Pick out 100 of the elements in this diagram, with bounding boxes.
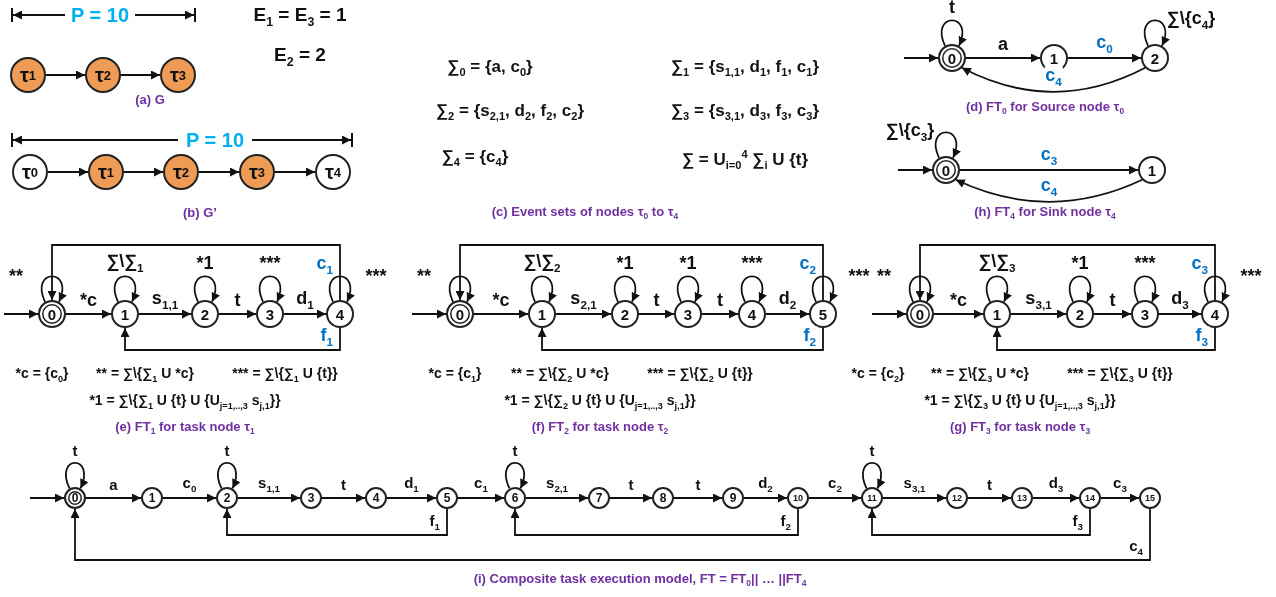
self-loop-arrow bbox=[1068, 275, 1095, 303]
state-circle: 4 bbox=[738, 300, 766, 328]
state-circle: 3 bbox=[1131, 300, 1159, 328]
state-circle: 4 bbox=[1201, 300, 1229, 328]
self-loop-arrow bbox=[811, 275, 838, 303]
caption: (g) FT$_{3}$ for task node τ$_{3}$ bbox=[949, 419, 1091, 437]
arrow bbox=[321, 493, 366, 503]
self-loop-arrow bbox=[504, 462, 528, 490]
arrow bbox=[743, 493, 788, 503]
definition-text: *1 = ∑\{∑$_{2}$ U {t} U {U$_{j=1,..,3}$ s$_{j,1}$}} bbox=[504, 393, 696, 411]
arrow bbox=[162, 493, 217, 503]
caption: (b) G’ bbox=[183, 205, 217, 221]
arrow bbox=[274, 167, 316, 177]
arrow bbox=[959, 165, 1139, 175]
self-loop-arrow bbox=[861, 462, 885, 490]
equation-text: ∑$_{0}$ = {a, c$_{0}$} bbox=[447, 57, 533, 79]
dimension-label: P = 10 bbox=[186, 129, 244, 151]
state-circle: 6 bbox=[504, 487, 526, 509]
definition-text: ** = ∑\{∑$_{3}$ U *c} bbox=[931, 366, 1029, 384]
arrow bbox=[992, 327, 1216, 351]
edge-label: f$_{3}$ bbox=[1194, 326, 1209, 348]
state-circle: 5 bbox=[809, 300, 837, 328]
definition-text: ** = ∑\{∑$_{1}$ U *c} bbox=[96, 366, 194, 384]
arrow bbox=[638, 309, 675, 319]
state-circle: 1 bbox=[983, 300, 1011, 328]
arrow bbox=[967, 493, 1012, 503]
state-circle: 4 bbox=[326, 300, 354, 328]
start-arrow bbox=[871, 309, 907, 319]
caption: (e) FT$_{1}$ for task node τ$_{1}$ bbox=[115, 419, 255, 437]
edge-label: t bbox=[1108, 291, 1117, 309]
arrow bbox=[70, 508, 1151, 561]
initial-state-circle: 0 bbox=[64, 487, 86, 509]
edge-label: d$_{2}$ bbox=[777, 289, 798, 311]
arrow bbox=[473, 309, 529, 319]
edge-label: f$_{2}$ bbox=[779, 512, 792, 532]
arrow bbox=[120, 327, 341, 351]
arrow bbox=[1032, 493, 1080, 503]
edge-label: *1 bbox=[678, 254, 698, 272]
caption: (i) Composite task execution model, FT = FT$_{0}$|| … ||FT$_{4}$ bbox=[473, 571, 807, 589]
state-circle: 12 bbox=[946, 487, 968, 509]
self-loop-arrow bbox=[613, 275, 640, 303]
caption: (h) FT$_{4}$ for Sink node τ$_{4}$ bbox=[974, 204, 1116, 222]
dimension-label: P = 10 bbox=[71, 4, 129, 26]
edge-label: d$_{1}$ bbox=[403, 474, 420, 494]
equation-text: ∑ = U$_{i=0}$$^{4}$ ∑$_{i}$ U {t} bbox=[681, 148, 809, 172]
equation-text: E$_{1}$ = E$_{3}$ = 1 bbox=[253, 4, 347, 30]
state-circle: 3 bbox=[256, 300, 284, 328]
self-loop-arrow bbox=[1143, 19, 1170, 47]
state-circle: 9 bbox=[722, 487, 744, 509]
definition-text: *1 = ∑\{∑$_{1}$ U {t} U {U$_{j=1,..,3}$ s$_{j,1}$}} bbox=[89, 393, 281, 411]
self-loop-arrow bbox=[908, 275, 935, 303]
arrow bbox=[237, 493, 301, 503]
equation-text: ∑$_{3}$ = {s$_{3,1}$, d$_{3}$, f$_{3}$, c$_{3}$} bbox=[671, 101, 819, 123]
definition-text: *c = {c$_{2}$} bbox=[851, 366, 905, 384]
edge-label: d$_{3}$ bbox=[1170, 289, 1190, 311]
arrow bbox=[198, 167, 240, 177]
initial-state-circle: 0 bbox=[38, 300, 66, 328]
start-arrow bbox=[897, 165, 933, 175]
definition-text: *** = ∑\{∑$_{2}$ U {t}} bbox=[647, 366, 753, 384]
arrow bbox=[1158, 309, 1202, 319]
definition-text: *c = {c$_{1}$} bbox=[428, 366, 482, 384]
edge-label: d$_{2}$ bbox=[757, 474, 774, 494]
edge-label: c$_{4}$ bbox=[1044, 66, 1063, 88]
equation-text: ∑$_{4}$ = {c$_{4}$} bbox=[441, 147, 509, 169]
state-circle: 2 bbox=[216, 487, 238, 509]
state-circle: 3 bbox=[674, 300, 702, 328]
caption: (f) FT$_{2}$ for task node τ$_{2}$ bbox=[531, 419, 669, 437]
state-circle: 1 bbox=[111, 300, 139, 328]
edge-label: *c bbox=[949, 291, 968, 309]
arrow bbox=[933, 309, 984, 319]
arrow bbox=[765, 309, 810, 319]
arrow bbox=[65, 309, 112, 319]
arrow bbox=[283, 309, 327, 319]
arrow bbox=[915, 244, 1216, 301]
arrow bbox=[510, 508, 799, 536]
self-loop-arrow bbox=[1203, 275, 1230, 303]
self-loop-arrow bbox=[985, 275, 1012, 303]
initial-state-circle: 0 bbox=[938, 44, 966, 72]
definition-text: *1 = ∑\{∑$_{3}$ U {t} U {U$_{j=1,..,3}$ s$_{j,1}$}} bbox=[924, 393, 1116, 411]
arrow bbox=[808, 493, 862, 503]
start-arrow bbox=[903, 53, 939, 63]
equation-text: ∑$_{1}$ = {s$_{1,1}$, d$_{1}$, f$_{1}$, c$_{1}$} bbox=[671, 57, 819, 79]
initial-state-circle: 0 bbox=[932, 156, 960, 184]
arrow bbox=[954, 178, 1144, 203]
arrow bbox=[525, 493, 589, 503]
state-circle: 3 bbox=[300, 487, 322, 509]
arrow bbox=[882, 493, 947, 503]
self-loop-arrow bbox=[328, 275, 355, 303]
state-circle: 2 bbox=[1141, 44, 1169, 72]
state-circle: 11 bbox=[861, 487, 883, 509]
edge-label: *c bbox=[79, 291, 98, 309]
edge-label: f$_{3}$ bbox=[1071, 512, 1084, 532]
edge-label: ∑\∑$_{1}$ bbox=[105, 252, 145, 274]
arrow bbox=[673, 493, 723, 503]
self-loop-arrow bbox=[448, 275, 475, 303]
state-circle: 15 bbox=[1139, 487, 1161, 509]
definition-text: ** = ∑\{∑$_{2}$ U *c} bbox=[511, 366, 609, 384]
self-loop-arrow bbox=[676, 275, 703, 303]
state-circle: 10 bbox=[787, 487, 809, 509]
edge-label: ∑\{c$_{3}$} bbox=[884, 121, 936, 143]
